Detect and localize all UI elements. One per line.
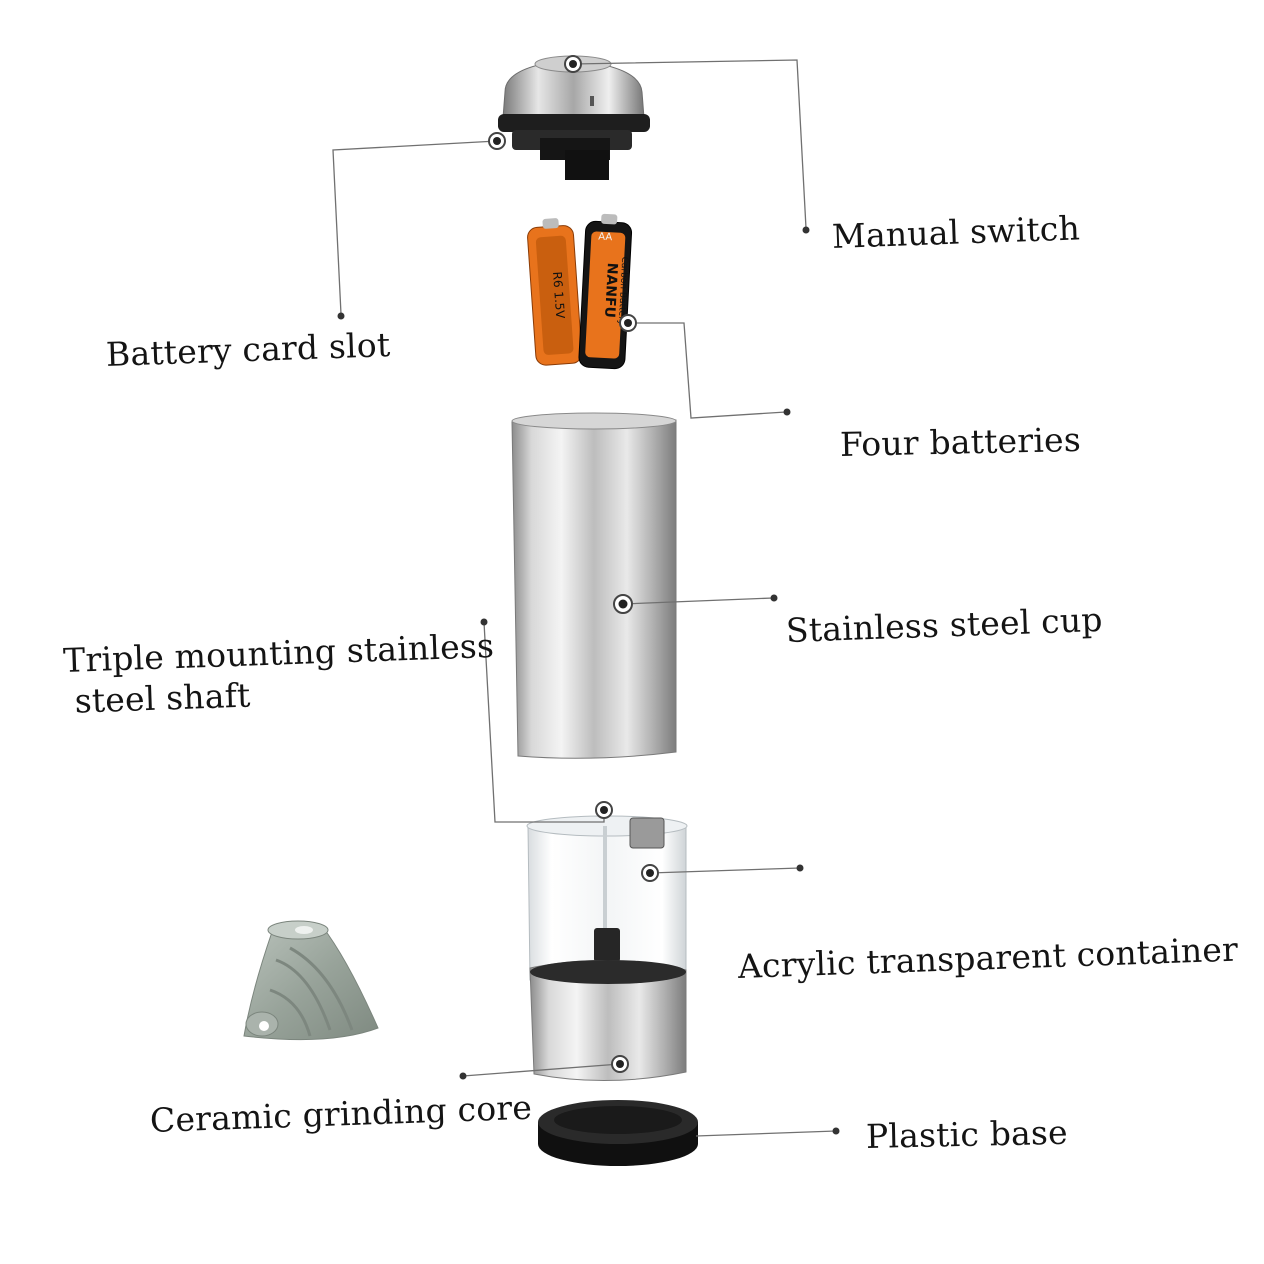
leader-manual-switch bbox=[572, 59, 807, 229]
battery-brand-text: NANFU bbox=[601, 262, 620, 318]
end-dot-manual-switch bbox=[802, 226, 810, 234]
pin-battery-slot bbox=[488, 132, 506, 150]
ceramic-grinding-core bbox=[243, 920, 379, 1041]
leader-plastic-base bbox=[695, 1130, 837, 1137]
battery-type-text: Carbon Battery bbox=[616, 256, 630, 326]
batteries: R6 1.5V NANFU Carbon Battery AA bbox=[527, 213, 633, 370]
end-dot-shaft bbox=[480, 618, 488, 626]
leader-acrylic-container bbox=[649, 867, 801, 874]
pin-manual-switch bbox=[564, 55, 582, 73]
leader-battery-card-slot bbox=[332, 140, 498, 315]
end-dot-core bbox=[459, 1072, 467, 1080]
leader-stainless-steel-cup bbox=[622, 597, 774, 605]
pin-cup bbox=[613, 594, 633, 614]
pin-batteries bbox=[619, 314, 637, 332]
end-dot-batteries bbox=[783, 408, 791, 416]
end-dot-battery-slot bbox=[337, 312, 345, 320]
leader-four-batteries bbox=[628, 322, 787, 419]
label-four-batteries: Four batteries bbox=[839, 419, 1082, 464]
end-dot-base bbox=[832, 1127, 840, 1135]
label-triple-mounting-shaft: Triple mounting stainless steel shaft bbox=[63, 625, 497, 722]
end-dot-cup bbox=[770, 594, 778, 602]
pin-container bbox=[641, 864, 659, 882]
callout-dots bbox=[337, 55, 840, 1135]
plastic-base bbox=[538, 1100, 698, 1166]
acrylic-container bbox=[526, 815, 688, 1082]
pin-shaft bbox=[595, 801, 613, 819]
battery-size-text: AA bbox=[598, 232, 613, 244]
pin-core bbox=[611, 1055, 629, 1073]
leader-lines bbox=[332, 59, 837, 1137]
leader-ceramic-core bbox=[462, 1063, 621, 1077]
end-dot-container bbox=[796, 864, 804, 872]
battery-voltage-text: R6 1.5V bbox=[550, 271, 567, 320]
top-cap-assembly bbox=[498, 55, 650, 180]
label-manual-switch: Manual switch bbox=[831, 208, 1081, 256]
stainless-steel-cup bbox=[511, 412, 677, 759]
label-plastic-base: Plastic base bbox=[865, 1112, 1069, 1156]
